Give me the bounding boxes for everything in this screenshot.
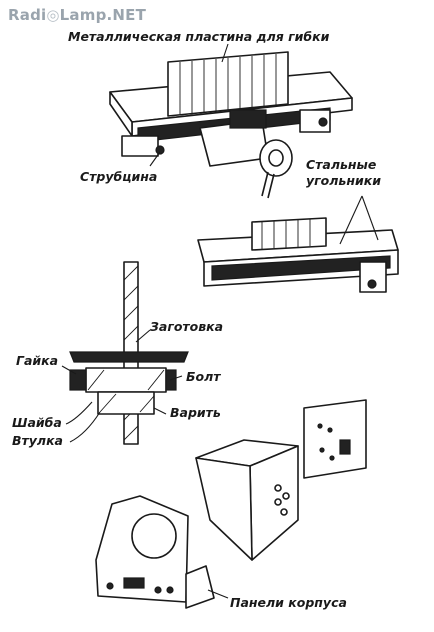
label-corners-2: угольники [306,173,381,188]
cover-side-left [195,457,253,561]
label-washer: Шайба [12,415,62,430]
label-clamp: Струбцина [80,169,158,184]
cover-side-right [249,445,299,561]
label-blank: Заготовка [150,319,224,334]
weld-jig [61,261,189,445]
label-corners-1: Стальные [306,157,377,172]
leader-bolt [169,375,183,381]
chassis-tray [185,565,215,609]
leader-weld [153,407,167,415]
corners-plate [251,217,327,251]
bending-fixture [109,43,353,199]
clamp-rod [261,171,269,197]
label-bolt: Болт [186,369,221,384]
jig-plate [69,351,189,363]
clamp-jaw [229,109,267,129]
steel-corners-fixture [197,195,399,293]
label-weld: Варить [170,405,221,420]
sleeve [97,391,155,415]
leader-blank [135,329,151,343]
watermark-part1: Radi [8,6,47,24]
leader-clamp [149,151,161,167]
case-panels [95,399,367,609]
clamp-screw-left [155,145,165,155]
corners-screw [367,279,377,289]
leader-corners-2 [361,195,379,241]
label-sleeve: Втулка [12,433,63,448]
watermark-logo: Radi◎Lamp.NET [8,6,146,24]
leader-plate [221,43,229,63]
fixture-left-leg [121,135,159,157]
leader-sleeve [69,411,101,443]
metal-plate-hatching [179,54,277,114]
leader-panels [207,589,229,599]
front-display [123,577,145,589]
label-plate: Металлическая пластина для гибки [68,29,330,44]
corners-bar-strip [211,255,391,281]
nut [69,369,87,391]
leader-nut [61,365,77,375]
label-panels: Панели корпуса [230,595,347,610]
watermark-part2: Lamp.NET [59,6,147,24]
scope-opening [131,513,177,559]
leader-washer [65,401,93,425]
back-panel [303,399,367,479]
bolt-body [85,367,167,393]
label-nut: Гайка [16,353,59,368]
clamp-screw-right [318,117,328,127]
clamp-handle-disk [259,139,293,177]
lamp-icon: ◎ [46,6,60,24]
leader-corners-1 [339,195,363,245]
